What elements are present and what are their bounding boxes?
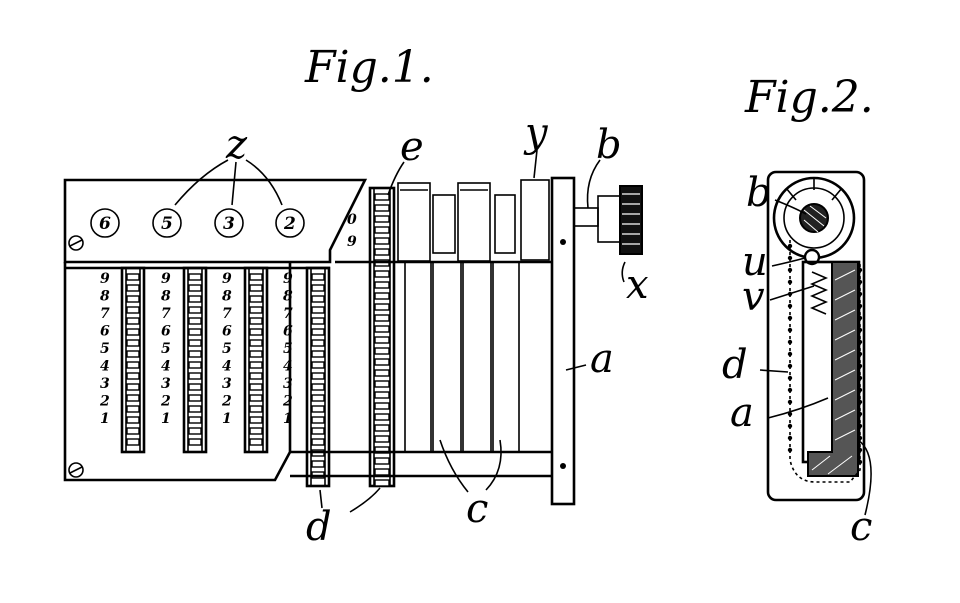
fig2-label-v: v xyxy=(742,274,765,320)
column-number: 4 xyxy=(100,359,110,375)
column-number: 5 xyxy=(161,341,171,357)
fig2-label-d: d xyxy=(722,342,748,388)
fig2-label-c: c xyxy=(850,504,872,550)
dial-row: 6 5 3 2 xyxy=(90,208,305,238)
column-number: 5 xyxy=(100,341,110,357)
fig2-leaders xyxy=(759,199,872,516)
column-number: 1 xyxy=(283,411,293,427)
label-c: c xyxy=(466,486,488,532)
spring xyxy=(809,271,829,315)
chain-ladder xyxy=(305,266,331,488)
column-number: 6 xyxy=(161,324,171,340)
window-digit: 0 xyxy=(347,212,357,228)
side-plate xyxy=(550,176,576,506)
screw-bottom xyxy=(68,462,84,478)
fig1-lower-plate xyxy=(63,262,292,482)
fig2-case xyxy=(766,170,866,502)
column-number: 4 xyxy=(283,359,293,375)
fig1-body xyxy=(63,178,368,264)
label-y: y xyxy=(523,110,549,156)
label-x: x xyxy=(626,262,649,308)
column-number: 2 xyxy=(221,394,232,410)
fig2-title: Fig.2. xyxy=(744,72,874,123)
column-number: 9 xyxy=(283,271,293,287)
column-number: 4 xyxy=(161,359,171,375)
column-number: 8 xyxy=(222,289,232,305)
label-e: e xyxy=(400,124,424,170)
column-number: 3 xyxy=(161,376,171,392)
chain-ladder xyxy=(182,266,208,454)
chain-ladder xyxy=(120,266,146,454)
column-number: 6 xyxy=(100,324,110,340)
label-z: z xyxy=(225,122,248,168)
knob xyxy=(619,185,643,255)
label-a: a xyxy=(590,336,614,382)
dial-digit: 3 xyxy=(223,214,235,234)
column-number: 2 xyxy=(282,394,293,410)
chain-ladder xyxy=(243,266,269,454)
column-number: 8 xyxy=(100,289,110,305)
guide-pillars xyxy=(404,261,520,453)
column-number: 8 xyxy=(161,289,171,305)
column-number: 4 xyxy=(222,359,232,375)
screw-top xyxy=(68,235,84,251)
column-number: 3 xyxy=(100,376,110,392)
column-number: 7 xyxy=(161,306,171,322)
column-number: 5 xyxy=(222,341,232,357)
column-number: 7 xyxy=(222,306,232,322)
top-gears xyxy=(397,179,550,262)
column-number: 9 xyxy=(100,271,110,287)
label-b: b xyxy=(596,122,622,168)
chain-ladder xyxy=(368,186,396,488)
roller xyxy=(803,248,821,266)
label-d: d xyxy=(306,504,332,550)
fig1-leaders xyxy=(174,149,626,513)
dial-digit: 2 xyxy=(283,214,296,234)
column-number: 7 xyxy=(283,306,293,322)
fig1-title: Fig.1. xyxy=(304,42,434,93)
column-number: 3 xyxy=(222,376,232,392)
column-number: 9 xyxy=(222,271,232,287)
bar xyxy=(807,261,859,477)
column-number: 2 xyxy=(160,394,171,410)
column-number: 8 xyxy=(283,289,293,305)
column-number: 1 xyxy=(222,411,232,427)
column-number: 1 xyxy=(100,411,110,427)
column-number: 2 xyxy=(99,394,110,410)
column-number: 5 xyxy=(283,341,293,357)
dial-digit: 5 xyxy=(161,214,173,234)
chain-links xyxy=(787,243,863,465)
column-number: 3 xyxy=(283,376,293,392)
fig2-label-b: b xyxy=(746,170,772,216)
fig2-label-a: a xyxy=(730,390,754,436)
figure-2: Fig.2. xyxy=(722,72,874,550)
column-number: 6 xyxy=(222,324,232,340)
fig2-label-u: u xyxy=(742,239,768,285)
column-number: 6 xyxy=(283,324,293,340)
window-digit: 9 xyxy=(347,234,357,250)
column-number: 7 xyxy=(100,306,110,322)
column-number: 9 xyxy=(161,271,171,287)
dial-digit: 6 xyxy=(99,214,111,234)
column-number: 1 xyxy=(161,411,171,427)
